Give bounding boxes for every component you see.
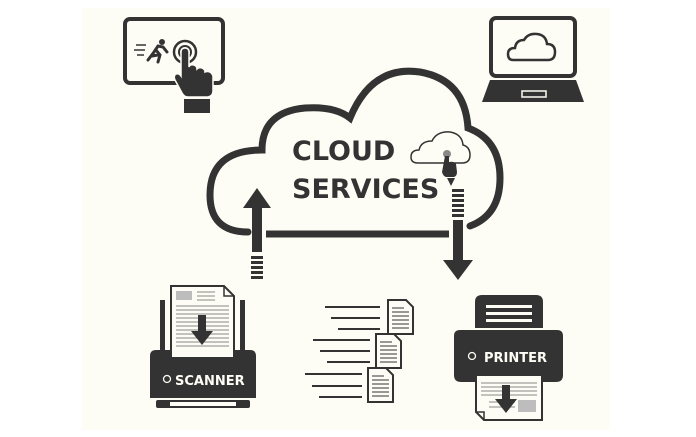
cloud-icon <box>206 67 504 238</box>
printer-label: PRINTER <box>484 351 547 366</box>
documents-transfer-icon <box>305 299 414 403</box>
laptop-cloud-icon <box>482 16 584 102</box>
cloud-title-line2: SERVICES <box>292 174 439 205</box>
scanner-icon <box>150 285 256 408</box>
scanner-label: SCANNER <box>175 374 245 389</box>
document-2 <box>375 333 402 369</box>
small-cloud-tap-icon <box>410 131 471 186</box>
download-arrow-icon <box>443 189 473 280</box>
cloud-title-line1: CLOUD <box>292 136 395 167</box>
touchscreen-tap-icon <box>123 17 225 113</box>
printer-icon <box>454 295 563 421</box>
document-1 <box>387 299 414 335</box>
upload-arrow-icon <box>243 188 271 279</box>
document-3 <box>367 367 394 403</box>
